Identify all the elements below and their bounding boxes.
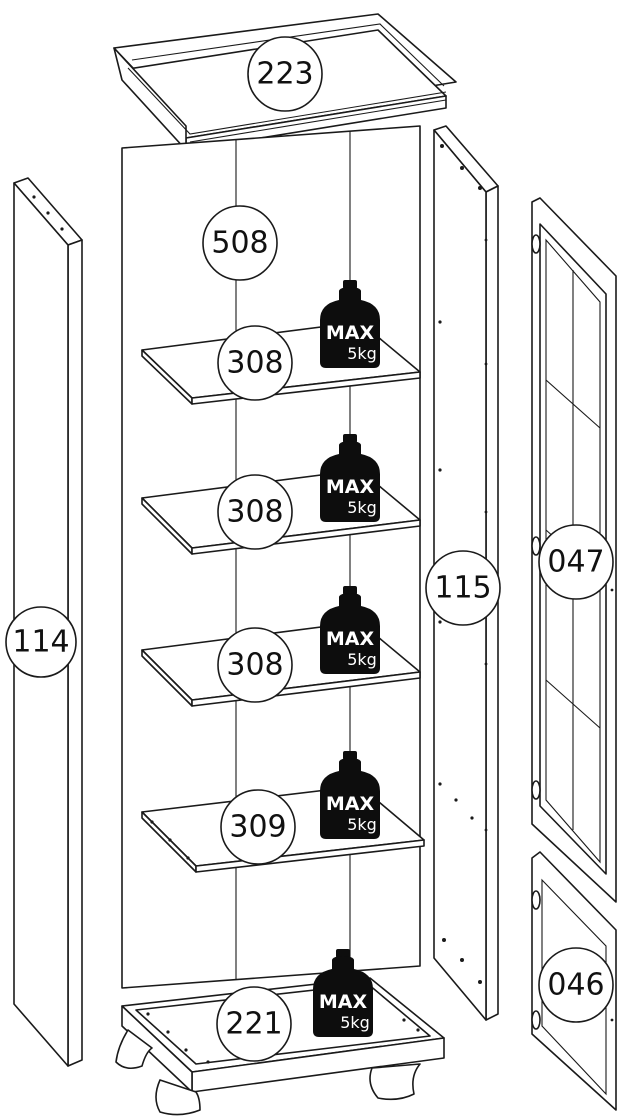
callout-shelf-3: 308 [217,627,293,703]
callout-glass-door: 047 [538,524,614,600]
callout-left-side-label: 114 [12,625,69,660]
weight-kg-label: 5kg [347,650,377,669]
callout-lower-door-label: 046 [547,968,604,1003]
weight-limit-icon-3: MAX 5kg [320,586,380,674]
callout-shelf-2-label: 308 [226,495,283,530]
weight-kg-label: 5kg [340,1013,370,1032]
callout-glass-door-label: 047 [547,545,604,580]
callout-left-side: 114 [5,606,77,678]
callout-base-label: 221 [225,1007,282,1042]
callout-top-crown: 223 [247,36,323,112]
callout-back-panel-label: 508 [211,226,268,261]
weight-limit-icon-1: MAX 5kg [320,280,380,368]
callout-shelf-1-label: 308 [226,346,283,381]
weight-max-label: MAX [326,476,375,498]
callout-shelf-4-label: 309 [229,810,286,845]
weight-max-label: MAX [326,322,375,344]
callout-shelf-1: 308 [217,325,293,401]
weight-max-label: MAX [319,991,368,1013]
callout-shelf-4: 309 [220,789,296,865]
callout-right-side: 115 [425,550,501,626]
weight-kg-label: 5kg [347,498,377,517]
weight-max-label: MAX [326,793,375,815]
weight-kg-label: 5kg [347,344,377,363]
callout-lower-door: 046 [538,947,614,1023]
callout-top-crown-label: 223 [256,57,313,92]
callout-shelf-3-label: 308 [226,648,283,683]
callout-right-side-label: 115 [434,571,491,606]
callout-back-panel: 508 [202,205,278,281]
callout-base: 221 [216,986,292,1062]
weight-limit-icon-5: MAX 5kg [313,949,373,1037]
weight-limit-icon-2: MAX 5kg [320,434,380,522]
callout-shelf-2: 308 [217,474,293,550]
weight-kg-label: 5kg [347,815,377,834]
weight-max-label: MAX [326,628,375,650]
weight-limit-icon-4: MAX 5kg [320,751,380,839]
